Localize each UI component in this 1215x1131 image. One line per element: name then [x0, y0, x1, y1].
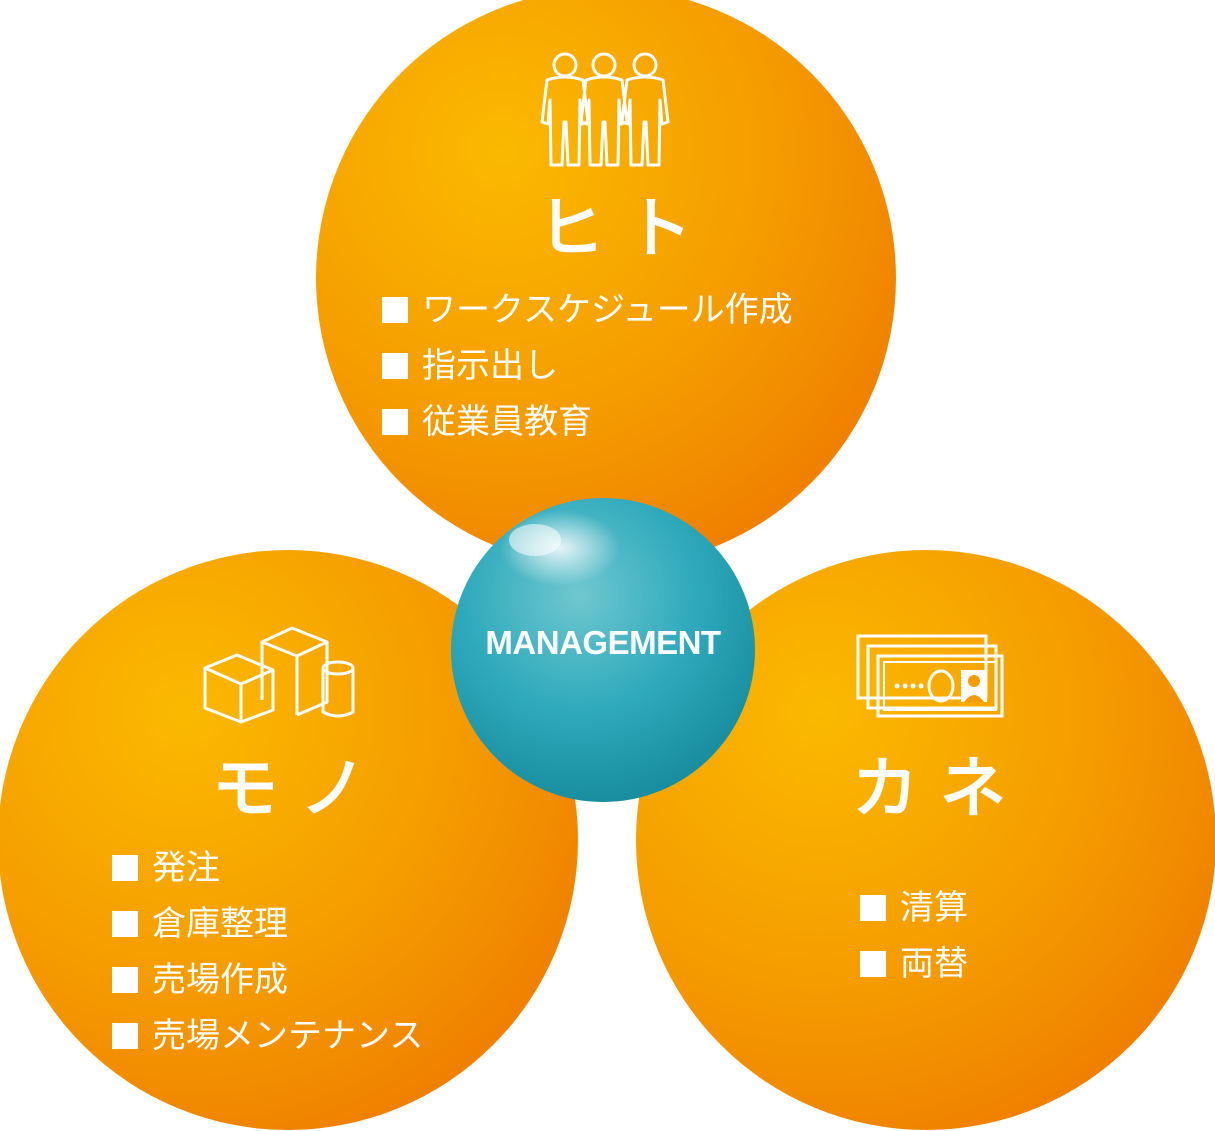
list-item: 従業員教育: [382, 394, 793, 450]
bill-oval-icon: [927, 669, 955, 703]
bullet-square-icon: [112, 967, 138, 993]
list-item: 売場作成: [112, 952, 423, 1008]
center-label: MANAGEMENT: [485, 624, 721, 661]
circle-mono: [0, 550, 578, 1130]
hito-items: ワークスケジュール作成 指示出し 従業員教育: [382, 282, 793, 450]
bullet-square-icon: [860, 951, 886, 977]
list-item: 指示出し: [382, 338, 793, 394]
money-icon: [856, 634, 1004, 718]
list-item: 清算: [860, 880, 968, 936]
box-small-icon: [203, 653, 275, 724]
mono-title: モノ: [212, 750, 388, 827]
kane-title: カネ: [852, 750, 1028, 827]
bill-back-icon: [856, 634, 988, 700]
bullet-square-icon: [112, 911, 138, 937]
list-item: 倉庫整理: [112, 896, 423, 952]
box-tall-icon: [260, 626, 329, 717]
circle-hito: [316, 0, 896, 568]
cylinder-icon: [321, 660, 355, 718]
boxes-icon: [203, 626, 355, 724]
center-sphere-shine-small: [509, 524, 561, 556]
bullet-square-icon: [382, 409, 408, 435]
list-item: 売場メンテナンス: [112, 1008, 423, 1064]
list-item: 発注: [112, 840, 423, 896]
list-item: ワークスケジュール作成: [382, 282, 793, 338]
person-right-icon: [620, 52, 670, 167]
center-sphere: [451, 498, 755, 802]
list-item: 両替: [860, 936, 968, 992]
kane-items: 清算 両替: [860, 880, 968, 992]
bill-front-icon: [876, 654, 1004, 718]
bullet-square-icon: [112, 1023, 138, 1049]
mono-items: 発注 倉庫整理 売場作成 売場メンテナンス: [112, 840, 423, 1064]
people-icon: [540, 52, 670, 167]
bullet-square-icon: [382, 353, 408, 379]
hito-title: ヒト: [538, 190, 714, 267]
bullet-square-icon: [382, 297, 408, 323]
circle-kane: [636, 550, 1215, 1130]
bullet-square-icon: [112, 855, 138, 881]
bullet-square-icon: [860, 895, 886, 921]
